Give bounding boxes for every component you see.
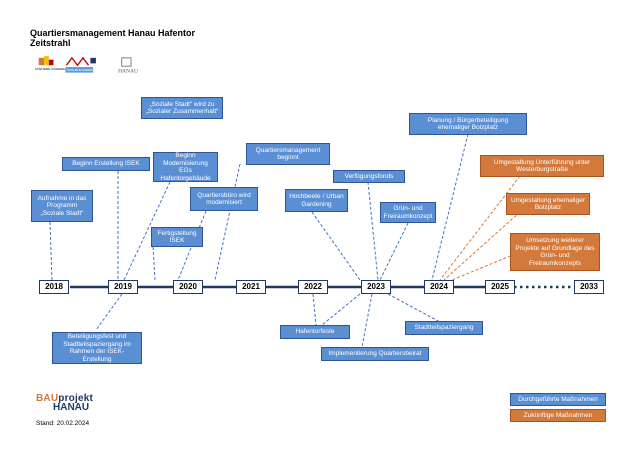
future-bolzplatz: Umgestaltung ehemaliger Bolzplatz (506, 193, 590, 215)
connector-beirat (361, 293, 373, 348)
sozialer-zusammenhalt-logo: SOZIALER ZUSAMMENHALT (65, 56, 99, 73)
legend-done: Durchgeführte Maßnahmen (510, 393, 606, 406)
future-unterfuehrung: Umgestaltung Unterführung unter Westerbu… (480, 155, 604, 177)
year-2024: 2024 (424, 280, 454, 294)
brand-bau: BAU (36, 393, 59, 404)
event-modern: Beginn Modernisierung EGs Hafentorgebäud… (153, 152, 218, 182)
future-weitere: Umsetzung weiterer Projekte auf Grundlag… (510, 233, 600, 271)
year-2022: 2022 (298, 280, 328, 294)
connector-unterfuehrung (439, 175, 521, 281)
event-fertig: Fertigstellung ISEK (151, 227, 203, 247)
year-2018: 2018 (39, 280, 69, 294)
connector-hafentorfeste-2 (321, 293, 361, 326)
event-hochbeete: Hochbeete / Urban Gardening (285, 189, 348, 212)
page-title: Quartiersmanagement Hanau Hafentor Zeits… (30, 28, 195, 48)
connector-fertig (152, 246, 156, 281)
hanau-logo: HANAU (118, 57, 138, 75)
svg-text:SOZIALER ZUSAMMENHALT: SOZIALER ZUSAMMENHALT (66, 69, 98, 72)
legend-future: Zukünftige Maßnahmen (510, 409, 606, 422)
event-beteiligung: Beteiligungsfest und Stadtteilspaziergan… (52, 332, 142, 364)
connector-weitere (451, 251, 521, 281)
connector-qm (214, 163, 241, 281)
event-fonds: Verfügungsfonds (333, 170, 405, 183)
svg-text:HANAU: HANAU (118, 69, 138, 75)
brand-projekt: projekt (58, 393, 94, 404)
connector-modern (123, 181, 171, 281)
connector-gruen (379, 222, 409, 281)
year-2025: 2025 (485, 280, 515, 294)
brand-hanau: HANAU (53, 402, 90, 413)
year-2019: 2019 (108, 280, 138, 294)
subtitle-line: Zeitstrahl (30, 38, 71, 48)
event-qm: Quartiersmanagement beginnt (246, 143, 330, 165)
event-planung: Planung / Bürgerbeteiligung ehemaliger B… (409, 113, 527, 135)
connector-planung (431, 133, 469, 281)
event-beirat: Implementierung Quartiersbeirat (321, 347, 429, 361)
connector-aufnahme (49, 221, 53, 281)
event-hafentorfeste: Hafentorfeste (280, 325, 350, 339)
connector-bolzplatz (443, 211, 521, 281)
event-isek: Beginn Erstellung ISEK (62, 157, 150, 171)
connector-hochbeete (311, 211, 361, 281)
connector-fonds (367, 181, 379, 281)
bauprojekt-logo: BAUprojekt HANAU (36, 393, 93, 413)
connector-hafentorfeste (312, 293, 317, 326)
connector-beteiligung (95, 293, 123, 331)
connector-spaziergang (387, 293, 441, 323)
staedtebaufoerderung-logo: STÄDTEBAU-FÖRDERUNG (35, 56, 70, 71)
event-gruen: Grün- und Freiraumkonzept (380, 202, 436, 223)
logo-row: STÄDTEBAU-FÖRDERUNG SOZIALER ZUSAMMENHAL… (35, 56, 138, 75)
event-aufnahme: Aufnahme in das Programm „Soziale Stadt“ (31, 190, 93, 222)
svg-text:STÄDTEBAU-FÖRDERUNG: STÄDTEBAU-FÖRDERUNG (35, 67, 70, 71)
event-spaziergang: Stadtteilspaziergang (405, 321, 483, 335)
year-2021: 2021 (236, 280, 266, 294)
title-line: Quartiersmanagement Hanau Hafentor (30, 28, 196, 38)
event-buero: Quartiersbüro wird modernisiert (190, 187, 258, 211)
event-soziale: „Soziale Stadt“ wird zu „Sozialer Zusamm… (141, 97, 223, 119)
year-2020: 2020 (173, 280, 203, 294)
year-2033: 2033 (574, 280, 604, 294)
stand-date: Stand: 20.02.2024 (36, 420, 90, 427)
year-2023: 2023 (361, 280, 391, 294)
